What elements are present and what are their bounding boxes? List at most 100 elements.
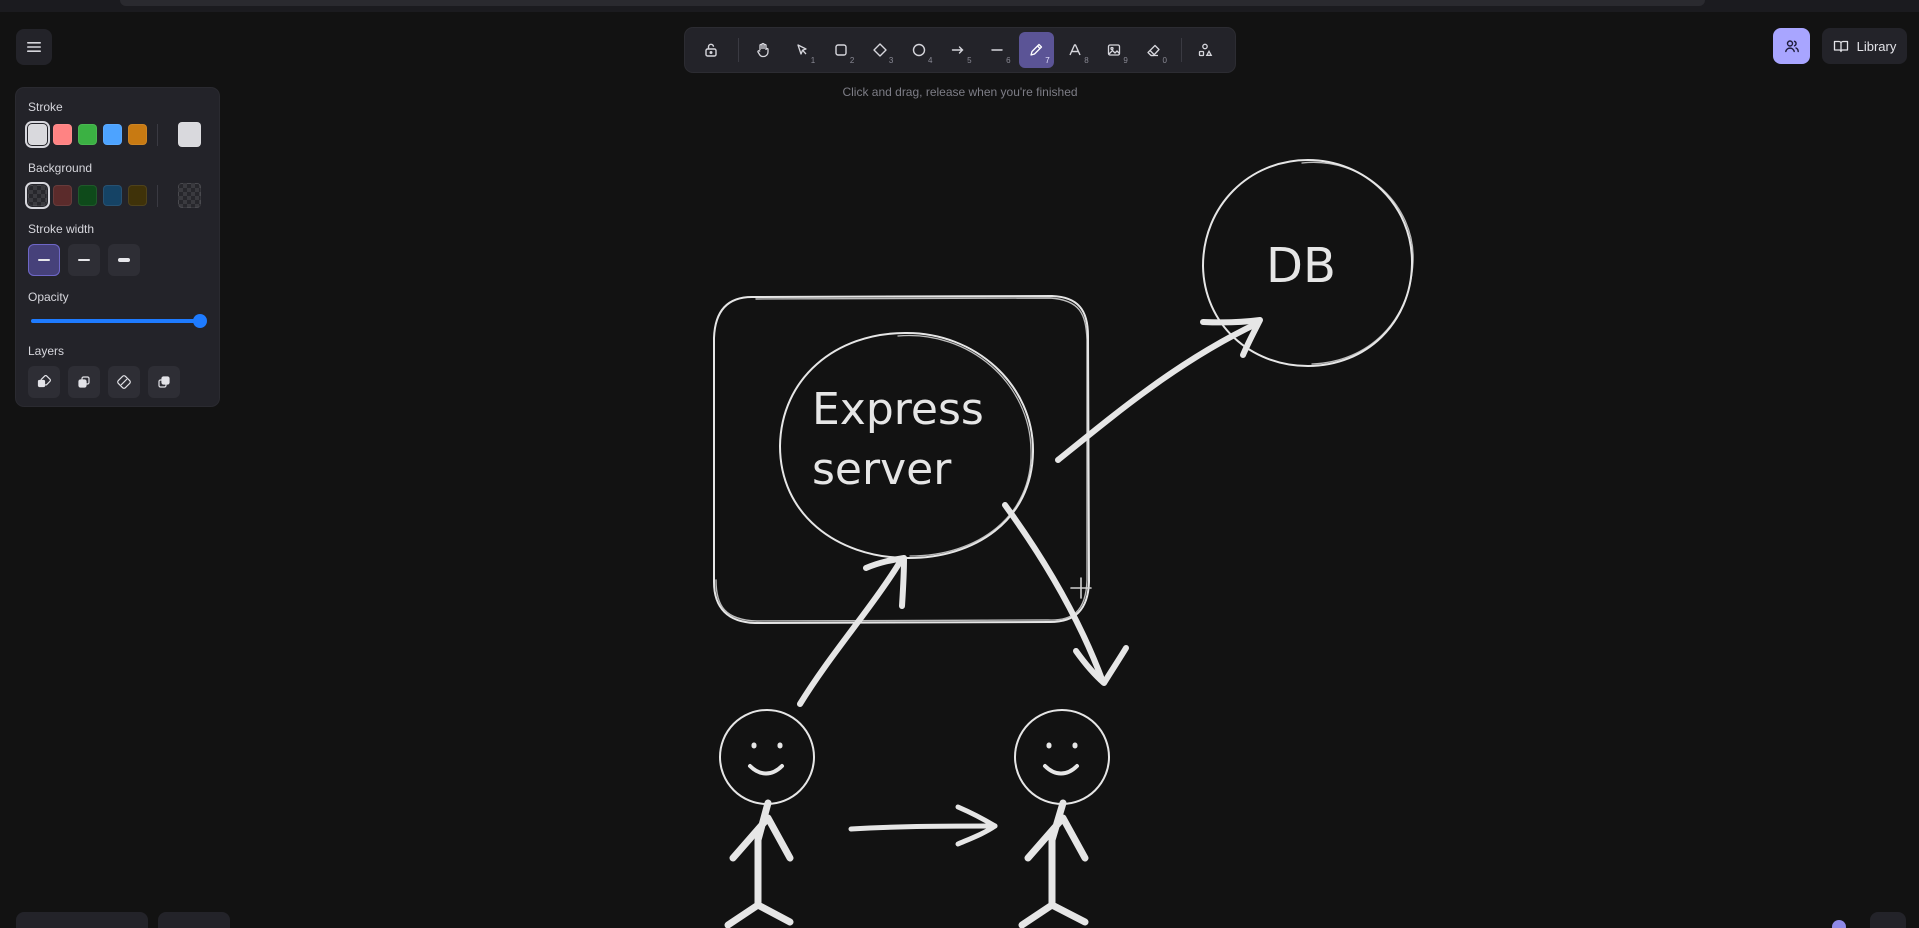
background-current-color[interactable] [178,183,201,208]
lock-tool[interactable] [693,32,728,68]
bring-to-front-icon [158,376,170,388]
send-backward-icon [78,376,90,388]
person-2-eyes [1046,742,1078,749]
arrow-tool[interactable]: 5 [940,32,975,68]
stroke-swatch-orange[interactable] [128,124,148,145]
db-circle[interactable] [1202,159,1414,367]
person-1-body[interactable] [724,799,794,928]
eraser-icon [1147,44,1161,57]
stroke-width-bold[interactable] [68,244,100,276]
send-backward-button[interactable] [68,366,100,398]
opacity-slider[interactable] [28,312,207,330]
line-tool[interactable]: 6 [980,32,1015,68]
swatch-divider [157,184,159,207]
stroke-width-extra-bold[interactable] [108,244,140,276]
arrow-server-to-db[interactable] [1055,320,1261,463]
stroke-swatch-blue[interactable] [103,124,123,145]
shape-toolbar: 1 2 3 4 5 [685,28,1235,72]
tool-hint: Click and drag, release when you're fini… [842,85,1078,99]
circle-icon [912,43,926,57]
server-label-line1[interactable]: Express [812,384,984,435]
collaborate-button[interactable] [1773,28,1810,64]
toolbar-divider [738,38,740,62]
toolbar-divider [1180,38,1182,62]
arrow-right-icon [951,46,964,54]
person-1-head[interactable] [719,709,815,805]
swatch-divider [157,123,159,146]
tool-shortcut: 5 [967,56,972,65]
thin-line-icon [38,259,50,261]
extra-tools-button[interactable] [1188,32,1223,68]
tool-shortcut: 2 [849,56,855,65]
draw-tool[interactable]: 7 [1018,32,1054,68]
tool-shortcut: 8 [1084,56,1089,65]
tool-shortcut: 0 [1162,56,1167,65]
db-label[interactable]: DB [1266,238,1336,294]
background-swatch-transparent[interactable] [28,185,48,206]
stroke-width-row [28,244,207,276]
person-2-head[interactable] [1014,709,1110,805]
library-button[interactable]: Library [1822,28,1907,64]
hand-tool[interactable] [745,32,780,68]
server-label-line2[interactable]: server [812,444,952,495]
layers-heading: Layers [28,344,65,358]
person-2-body[interactable] [1018,799,1089,928]
tool-shortcut: 9 [1123,56,1128,65]
status-indicator [1832,920,1846,928]
stroke-swatch-white[interactable] [28,124,48,145]
arrowhead-server [863,555,907,609]
stroke-heading: Stroke [28,100,63,114]
stroke-width-thin[interactable] [28,244,60,276]
slider-thumb[interactable] [193,314,207,328]
background-heading: Background [28,161,93,175]
send-to-back-button[interactable] [28,366,60,398]
rectangle-tool[interactable]: 2 [823,32,858,68]
pencil-icon [1030,43,1043,56]
line-icon [991,49,1003,51]
diamond-icon [873,43,887,57]
arrow-user-to-user[interactable] [848,823,998,832]
container-rectangle[interactable] [713,295,1090,624]
stroke-swatch-green[interactable] [78,124,98,145]
person-1-smile [748,764,784,776]
crosshair-cursor [1070,577,1092,599]
tool-shortcut: 1 [810,56,816,65]
ellipse-tool[interactable]: 4 [901,32,936,68]
person-1-eyes [751,742,783,749]
users-icon [1784,40,1799,53]
main-menu-button[interactable] [16,29,52,65]
eraser-tool[interactable]: 0 [1136,32,1171,68]
stroke-swatch-red[interactable] [53,124,73,145]
db-circle-stroke [1301,161,1414,365]
background-swatch-blue[interactable] [103,185,123,206]
text-tool[interactable]: 8 [1058,32,1093,68]
tool-shortcut: 6 [1006,56,1011,65]
stroke-current-color[interactable] [178,122,201,147]
tool-shortcut: 7 [1045,56,1050,65]
undo-redo-controls[interactable] [158,912,230,928]
image-tool[interactable]: 9 [1097,32,1132,68]
tool-shortcut: 3 [888,56,894,65]
server-circle-stroke [897,334,1032,557]
arrow-server-to-user[interactable] [1002,502,1106,685]
bring-to-front-button[interactable] [148,366,180,398]
zoom-controls[interactable] [16,912,148,928]
text-icon [1069,44,1081,56]
diamond-tool[interactable]: 3 [862,32,897,68]
bring-forward-button[interactable] [108,366,140,398]
send-to-back-icon [37,375,51,388]
tool-shortcut: 4 [927,56,933,65]
book-open-icon [1833,40,1848,53]
background-swatch-red[interactable] [53,185,73,206]
arrow-user-to-server[interactable] [797,559,903,707]
unlock-icon [704,43,717,57]
slider-fill [31,319,200,323]
person-2-smile [1043,764,1079,776]
selection-tool[interactable]: 1 [784,32,819,68]
background-swatch-green[interactable] [78,185,98,206]
layers-row [28,366,207,398]
help-button[interactable] [1870,912,1906,928]
background-swatch-yellow[interactable] [128,185,148,206]
browser-top-strip [0,0,1919,12]
